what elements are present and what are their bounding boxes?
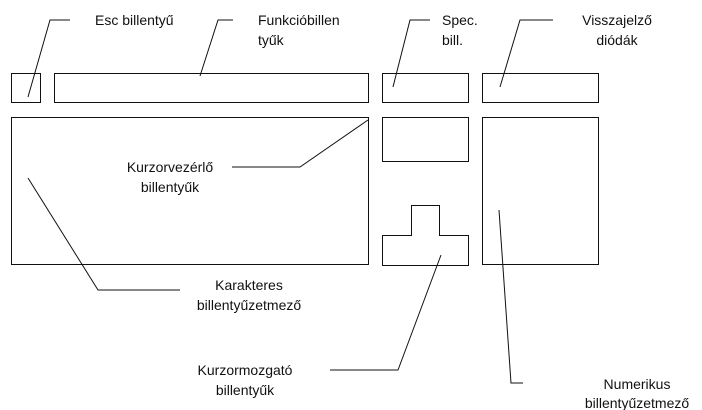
arrow-keys-label-2: billentyűk — [215, 382, 275, 398]
cursor-control-leader-line — [232, 119, 369, 168]
alphanumeric-label: Karakteres — [215, 277, 283, 293]
special-keys-label-2: bill. — [442, 32, 464, 48]
led-indicators-box — [482, 73, 599, 103]
alphanumeric-leader-line — [27, 177, 180, 291]
leds-leader-line — [499, 19, 553, 88]
cursor-control-block-box — [382, 117, 469, 162]
alphanumeric-block-box — [11, 117, 369, 265]
esc-key-box — [11, 73, 41, 103]
numeric-keypad-label-2: billentyűzetmező — [584, 395, 690, 410]
numeric-keypad-label: Numerikus — [603, 376, 671, 392]
special-leader-line — [392, 19, 430, 88]
esc-leader-line — [27, 19, 70, 98]
arrow-keys-block-shape — [382, 205, 469, 266]
numeric-keypad-box — [482, 117, 599, 265]
special-keys-label: Spec. — [442, 12, 478, 28]
numeric-leader-line — [498, 209, 523, 384]
alphanumeric-label-2: billentyűzetmező — [196, 297, 302, 313]
arrow-keys-leader-line — [330, 254, 442, 371]
cursor-control-label: Kurzorvezérlő — [126, 159, 214, 175]
cursor-control-label-2: billentyűk — [140, 179, 200, 195]
leds-label-2: diódák — [596, 32, 638, 48]
leds-label: Visszajelző — [582, 12, 652, 28]
function-keys-label: Funkcióbillen — [258, 12, 340, 28]
function-keys-label-2: tyűk — [258, 32, 284, 48]
arrow-keys-label: Kurzormozgató — [197, 362, 293, 378]
function-leader-line — [199, 19, 233, 77]
esc-label: Esc billentyű — [95, 12, 174, 28]
function-keys-box — [54, 73, 369, 103]
special-keys-box — [382, 73, 469, 103]
